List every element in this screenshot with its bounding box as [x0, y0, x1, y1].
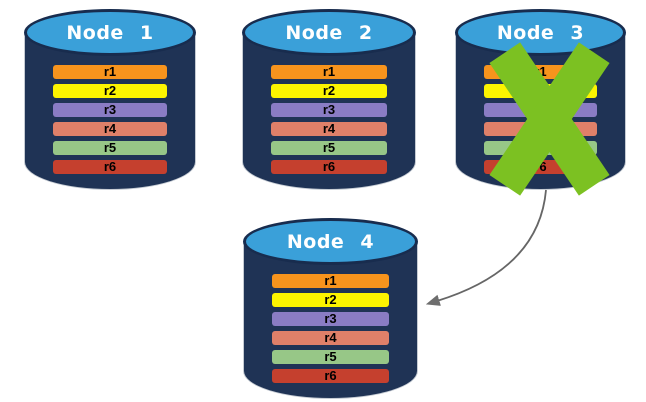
node-1: Node 1 r1 r2 r3 r4 r5 r6 [24, 9, 196, 189]
arrow-path [425, 189, 547, 306]
data-row: r3 [53, 103, 167, 117]
node-4: Node 4 r1 r2 r3 r4 r5 r6 [243, 218, 418, 398]
failure-x-mark [488, 42, 610, 196]
data-row: r1 [53, 65, 167, 79]
node-title: Node 2 [285, 21, 373, 44]
data-row: r2 [53, 84, 167, 98]
data-row: r6 [272, 369, 389, 383]
row-list: r1 r2 r3 r4 r5 r6 [272, 274, 389, 383]
data-row: r6 [53, 160, 167, 174]
cylinder-top: Node 3 [455, 9, 626, 56]
cylinder-top: Node 1 [24, 9, 196, 56]
node-title: Node 3 [496, 21, 585, 44]
node-3: Node 3 r1 r2 r3 r4 r5 r6 [455, 9, 626, 196]
cylinder-top: Node 4 [243, 218, 418, 265]
row-list: r1 r2 r3 r4 r5 r6 [53, 65, 167, 174]
data-row: r2 [271, 84, 387, 98]
data-row: r6 [271, 160, 387, 174]
node-title: Node 1 [66, 21, 154, 44]
node-2: Node 2 r1 r2 r3 r4 r5 r6 [242, 9, 416, 189]
data-row: r3 [272, 312, 389, 326]
data-row: r1 [271, 65, 387, 79]
cylinder-top: Node 2 [242, 9, 416, 56]
data-row: r4 [272, 331, 389, 345]
data-row: r2 [272, 293, 389, 307]
data-row: r4 [53, 122, 167, 136]
node-title: Node 4 [286, 230, 375, 253]
data-row: r4 [271, 122, 387, 136]
data-row: r5 [272, 350, 389, 364]
row-list: r1 r2 r3 r4 r5 r6 [271, 65, 387, 174]
data-row: r1 [272, 274, 389, 288]
data-row: r3 [271, 103, 387, 117]
failover-arrow [425, 189, 547, 306]
data-row: r5 [53, 141, 167, 155]
data-row: r5 [271, 141, 387, 155]
